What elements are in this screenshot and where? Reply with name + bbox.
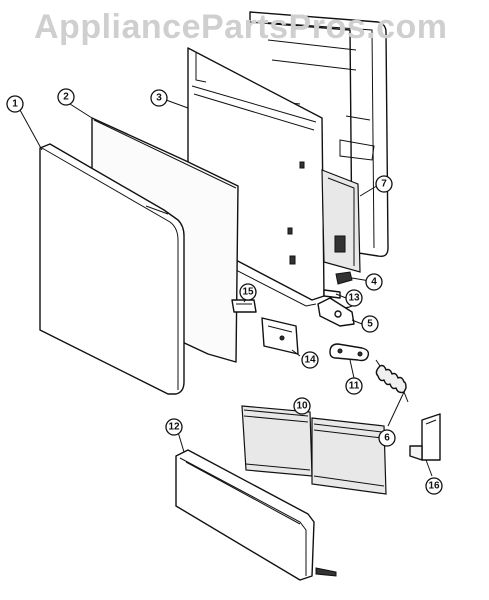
svg-text:13: 13	[348, 293, 360, 304]
svg-text:12: 12	[168, 422, 180, 433]
outer-door-panel[interactable]	[39, 143, 185, 395]
svg-text:16: 16	[428, 481, 440, 492]
callout-5: 5	[361, 315, 379, 333]
callout-12: 12	[165, 418, 183, 436]
callout-7: 7	[375, 175, 393, 193]
svg-text:11: 11	[349, 381, 360, 392]
svg-text:4: 4	[371, 277, 377, 288]
hinge-bracket[interactable]	[317, 297, 355, 327]
callout-10: 10	[293, 397, 311, 415]
door-spring[interactable]	[375, 359, 409, 403]
svg-text:1: 1	[12, 99, 18, 110]
callout-14: 14	[301, 351, 319, 369]
callout-6: 6	[378, 429, 396, 447]
bracket-plate[interactable]	[261, 317, 299, 355]
svg-text:2: 2	[63, 92, 69, 103]
control-panel-console[interactable]	[175, 449, 337, 581]
callout-2: 2	[57, 88, 75, 106]
svg-text:5: 5	[367, 319, 373, 330]
insulation-pads[interactable]	[241, 405, 387, 495]
svg-text:6: 6	[384, 433, 390, 444]
svg-text:14: 14	[304, 355, 316, 366]
callout-4: 4	[365, 273, 383, 291]
callout-1: 1	[6, 95, 24, 113]
svg-text:3: 3	[156, 93, 162, 104]
corner-bracket[interactable]	[409, 413, 441, 461]
callout-16: 16	[425, 477, 443, 495]
watermark-text: AppliancePartsPros.com	[34, 8, 448, 46]
callout-15: 15	[239, 283, 257, 301]
hinge-clip[interactable]	[335, 271, 353, 285]
hinge-washer[interactable]	[323, 289, 341, 299]
svg-text:10: 10	[296, 401, 308, 412]
svg-text:15: 15	[242, 287, 254, 298]
hinge-link[interactable]	[329, 343, 370, 362]
callout-11: 11	[345, 377, 363, 395]
svg-text:7: 7	[381, 179, 387, 190]
callout-3: 3	[150, 89, 168, 107]
callout-13: 13	[345, 289, 363, 307]
